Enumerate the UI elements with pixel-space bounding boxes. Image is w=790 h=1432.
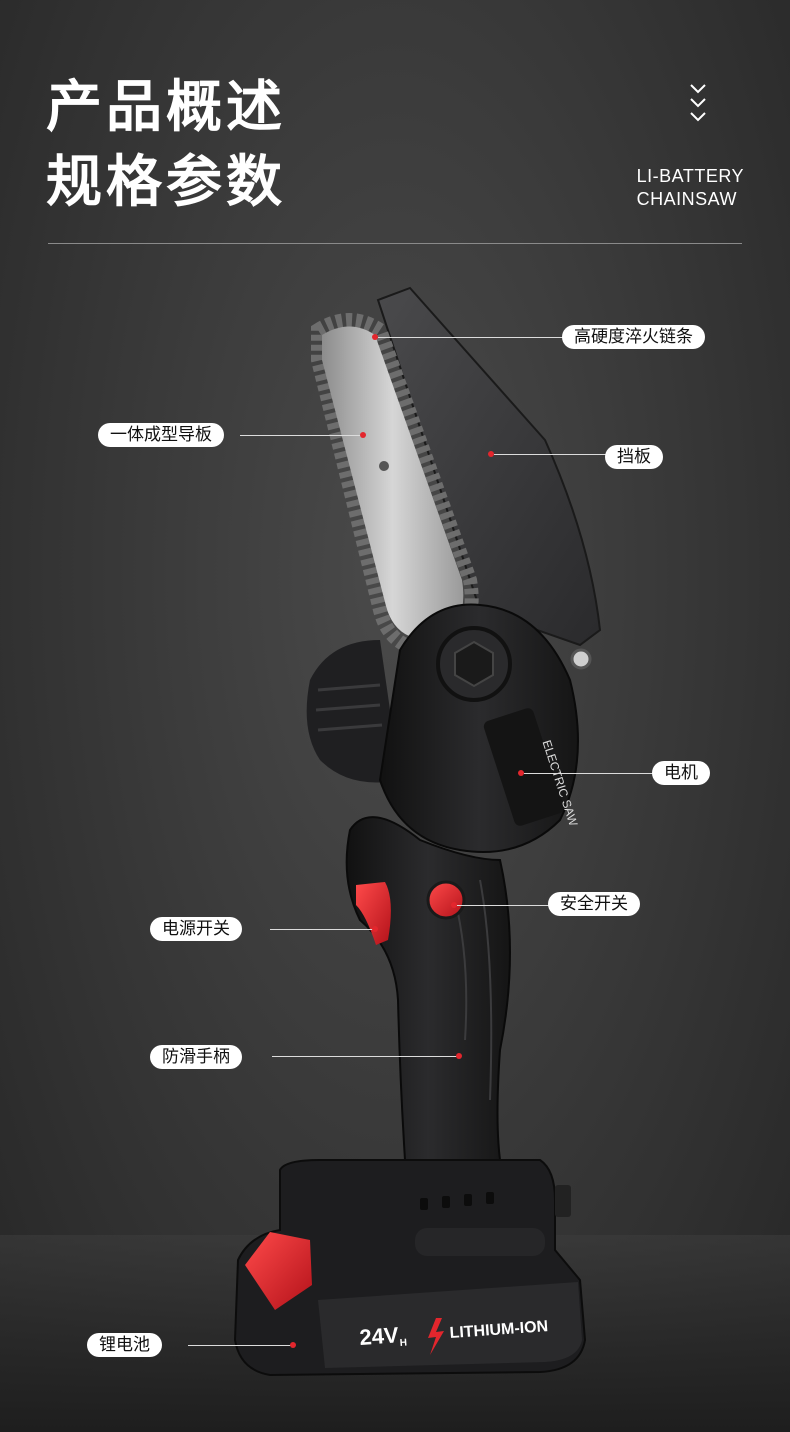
guide-bar <box>322 326 464 640</box>
guide-bar-leader <box>240 435 362 436</box>
chain-leader <box>378 337 564 338</box>
label-battery: 锂电池 <box>87 1333 162 1357</box>
battery-marker <box>290 1342 296 1348</box>
product-category: LI-BATTERY CHAINSAW <box>637 165 744 211</box>
battery-leader <box>188 1345 292 1346</box>
safety-switch-leader <box>457 905 549 906</box>
guide-bar-marker <box>360 432 366 438</box>
power-switch-marker <box>372 926 378 932</box>
battery-type: LITHIUM-ION <box>449 1318 549 1342</box>
divider <box>48 243 742 244</box>
guard-marker <box>488 451 494 457</box>
subtitle-line-2: CHAINSAW <box>636 189 737 209</box>
power-trigger <box>356 882 391 945</box>
motor-marker <box>518 770 524 776</box>
grip-marker <box>456 1053 462 1059</box>
label-motor: 电机 <box>652 761 710 785</box>
chain-marker <box>372 334 378 340</box>
battery-voltage-suffix: H <box>399 1338 407 1349</box>
label-safety-switch: 安全开关 <box>548 892 640 916</box>
guard-leader <box>494 454 606 455</box>
label-power-switch: 电源开关 <box>150 917 242 941</box>
handle <box>345 816 511 1161</box>
page-subtitle: 规格参数 <box>46 150 286 215</box>
power-switch-leader <box>270 929 374 930</box>
safety-switch-marker <box>451 902 457 908</box>
subtitle-line-1: LI-BATTERY <box>636 166 744 186</box>
label-guard: 挡板 <box>605 445 663 469</box>
grip-leader <box>272 1056 458 1057</box>
battery-release-latch <box>245 1232 312 1310</box>
label-grip: 防滑手柄 <box>150 1045 242 1069</box>
page-title: 产品概述 <box>46 75 286 140</box>
lightning-icon <box>428 1318 444 1355</box>
battery-voltage: 24V <box>359 1322 400 1350</box>
safety-button <box>426 880 466 920</box>
rear-housing <box>306 640 400 783</box>
chevron-down-icon <box>690 84 706 122</box>
motor-leader <box>524 773 654 774</box>
label-chain: 高硬度淬火链条 <box>562 325 705 349</box>
label-guide-bar: 一体成型导板 <box>98 423 224 447</box>
guard-plate <box>376 286 602 647</box>
